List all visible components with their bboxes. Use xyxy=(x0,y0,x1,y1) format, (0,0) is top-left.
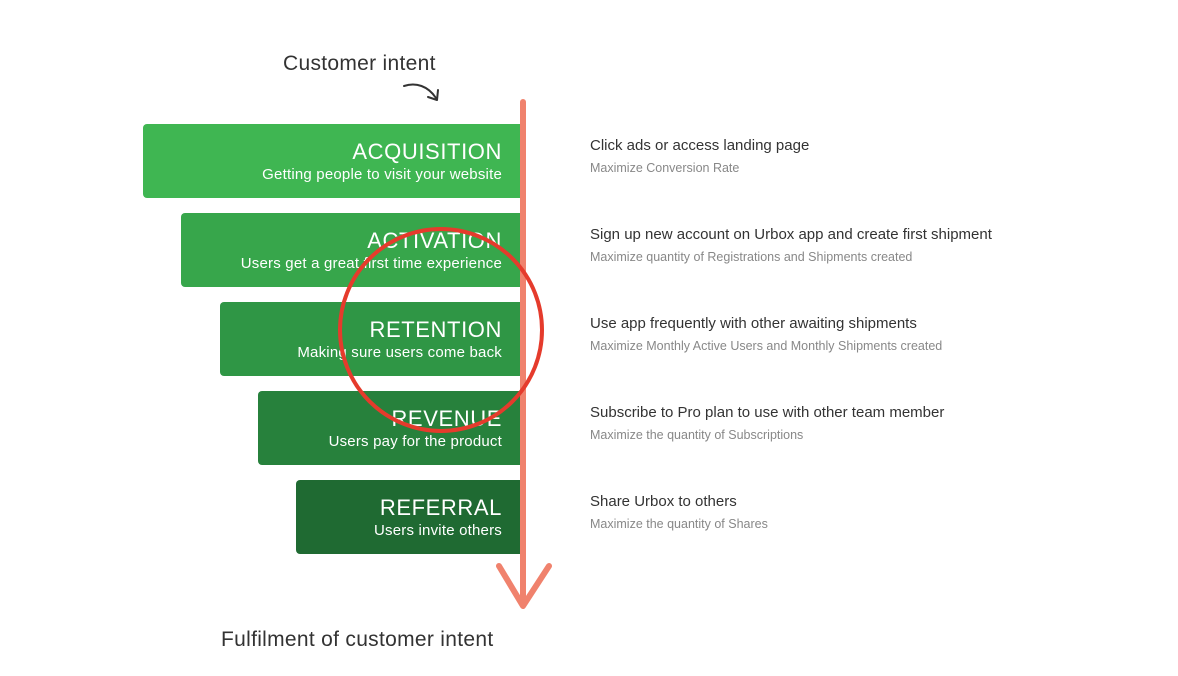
description-headline: Use app frequently with other awaiting s… xyxy=(590,315,917,332)
description-headline: Click ads or access landing page xyxy=(590,137,810,154)
flow-arrow-head-icon xyxy=(496,563,552,609)
description-metric: Maximize the quantity of Shares xyxy=(590,517,768,531)
customer-intent-label: Customer intent xyxy=(283,52,436,75)
description-headline: Sign up new account on Urbox app and cre… xyxy=(590,226,992,243)
stage-referral: REFERRAL Users invite others xyxy=(296,480,524,554)
stage-retention: RETENTION Making sure users come back xyxy=(220,302,524,376)
description-headline: Subscribe to Pro plan to use with other … xyxy=(590,404,945,421)
description-metric: Maximize Conversion Rate xyxy=(590,161,740,175)
stage-subtitle: Getting people to visit your website xyxy=(262,165,502,183)
stage-subtitle: Users pay for the product xyxy=(328,432,502,450)
description-headline: Share Urbox to others xyxy=(590,493,737,510)
description-metric: Maximize quantity of Registrations and S… xyxy=(590,250,913,264)
stage-title: RETENTION xyxy=(369,316,502,342)
description-metric: Maximize Monthly Active Users and Monthl… xyxy=(590,339,943,353)
stage-subtitle: Users get a great first time experience xyxy=(240,254,502,272)
description-revenue: Subscribe to Pro plan to use with other … xyxy=(590,403,944,444)
stage-title: REFERRAL xyxy=(379,494,502,520)
stage-revenue: REVENUE Users pay for the product xyxy=(258,391,524,465)
stage-title: REVENUE xyxy=(391,405,502,431)
stage-subtitle: Making sure users come back xyxy=(297,343,502,361)
stage-acquisition: ACQUISITION Getting people to visit your… xyxy=(143,124,524,198)
stage-title: ACTIVATION xyxy=(367,227,502,253)
description-referral: Share Urbox to others Maximize the quant… xyxy=(590,492,768,533)
description-retention: Use app frequently with other awaiting s… xyxy=(590,314,942,355)
curved-arrow-icon xyxy=(403,83,439,101)
description-acquisition: Click ads or access landing page Maximiz… xyxy=(590,136,809,177)
stage-subtitle: Users invite others xyxy=(373,521,502,539)
stage-title: ACQUISITION xyxy=(352,138,502,164)
description-metric: Maximize the quantity of Subscriptions xyxy=(590,428,804,442)
stage-activation: ACTIVATION Users get a great first time … xyxy=(181,213,524,287)
description-activation: Sign up new account on Urbox app and cre… xyxy=(590,225,992,266)
fulfilment-label: Fulfilment of customer intent xyxy=(221,628,494,651)
